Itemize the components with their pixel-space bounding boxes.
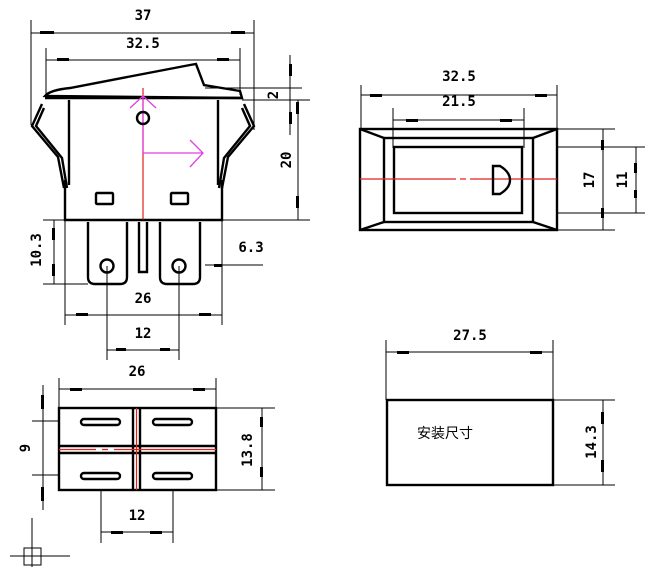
dim-top-outer-height: 17: [582, 172, 598, 189]
terminal-right: [158, 222, 202, 286]
rocker-actuator: [42, 62, 244, 100]
rocker-face: [392, 145, 524, 215]
mounting-cutout: 27.5 安装尺寸 14.3: [385, 328, 615, 487]
terminal-center: [137, 222, 149, 274]
dim-body-height: 20: [279, 152, 295, 169]
dim-cutout-height: 14.3: [584, 425, 600, 459]
dim-top-inner-width: 21.5: [442, 94, 476, 110]
ucs-origin-icon: [10, 518, 70, 567]
dim-row-pitch: 9: [18, 444, 34, 452]
dim-terminal-span: 26: [135, 291, 152, 307]
top-view: 32.5 21.5 17 11: [358, 69, 645, 232]
bottom-view: 26 9 13.8 12: [10, 364, 275, 567]
dim-flange-width: 32.5: [126, 36, 160, 52]
dim-terminal-length: 10.3: [29, 233, 45, 267]
front-view: 37 32.5 10.3: [29, 8, 310, 360]
dim-bottom-height: 13.8: [240, 433, 256, 467]
dim-terminal-width: 6.3: [238, 240, 263, 256]
right-clip: [217, 103, 256, 189]
dim-top-outer-width: 32.5: [442, 69, 476, 85]
dim-rocker-height: 2: [266, 91, 282, 99]
dim-top-inner-height: 11: [615, 172, 631, 189]
pivot-hole: [135, 110, 151, 126]
indicator-d-icon: [491, 164, 512, 196]
dim-column-pitch: 12: [129, 508, 146, 524]
cutout-label: 安装尺寸: [417, 426, 473, 442]
dim-bottom-width: 26: [129, 364, 146, 380]
dim-cutout-width: 27.5: [453, 328, 487, 344]
dim-terminal-pitch: 12: [135, 326, 152, 342]
dim-overall-width: 37: [135, 8, 152, 24]
cutout-outline: [385, 398, 555, 487]
left-clip: [30, 103, 69, 189]
